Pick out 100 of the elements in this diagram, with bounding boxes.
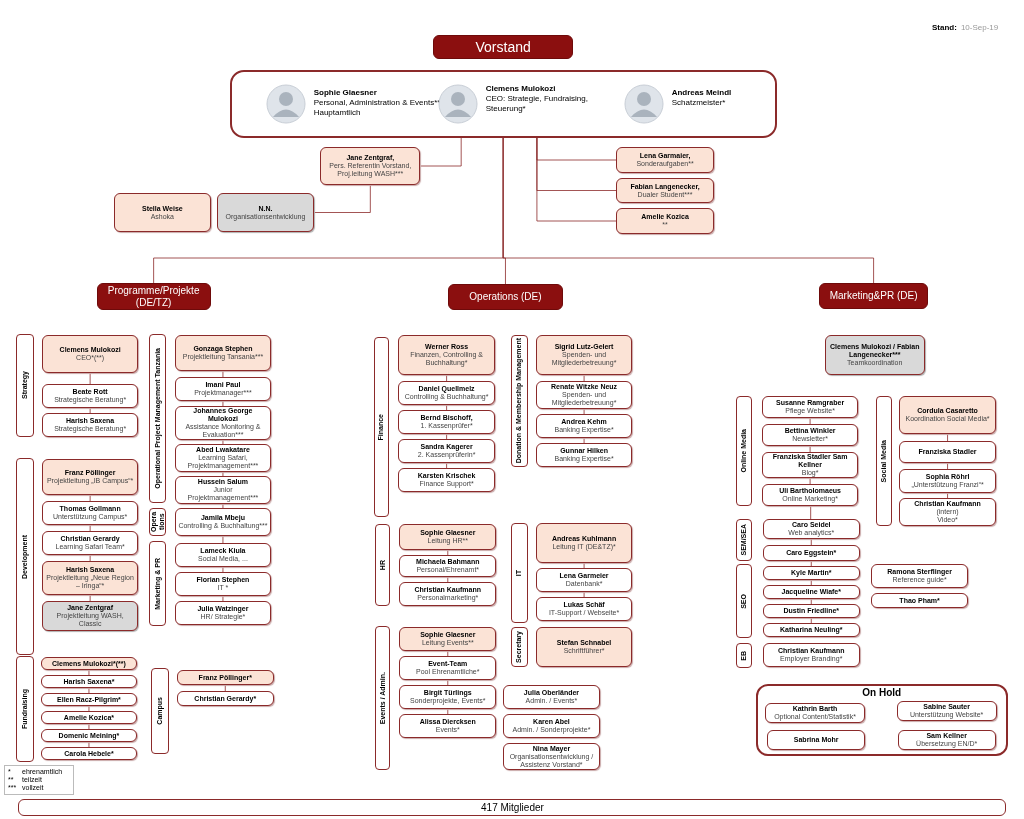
person-box: [41, 601, 139, 631]
connector-line: [89, 407, 91, 414]
connector-line: [89, 594, 91, 602]
section-bar: [373, 337, 389, 517]
connector-line: [947, 462, 948, 470]
lead-box: [40, 657, 138, 670]
lead-box: [399, 627, 497, 651]
person-box: [824, 335, 925, 375]
person-box: [871, 564, 968, 588]
connector-line: [583, 591, 585, 598]
department-header: Operations (DE): [448, 284, 563, 310]
person-box: [40, 693, 138, 706]
person-box: [216, 193, 315, 232]
person-box: [398, 439, 495, 463]
person-box: [174, 444, 272, 472]
section-bar: [736, 519, 753, 561]
person-box: [535, 568, 633, 592]
connector-line: [810, 560, 812, 567]
connector-line: [810, 598, 812, 605]
connector-line: [583, 437, 585, 444]
person-box: [399, 656, 497, 680]
person-box: [767, 730, 866, 750]
connector-line: [446, 374, 447, 382]
person-box: [399, 714, 497, 738]
connector-line: [222, 400, 224, 407]
person-box: [174, 476, 272, 504]
person-box: [899, 498, 996, 526]
lead-box: [535, 523, 633, 563]
person-box: [174, 406, 272, 440]
connector-line: [809, 417, 811, 425]
connector-line: [222, 566, 224, 573]
connector-line: [583, 562, 585, 569]
connector-line: [810, 505, 812, 520]
person-box: [174, 601, 272, 625]
connector-line: [88, 669, 90, 676]
lead-box: [535, 627, 633, 667]
person-box: [762, 643, 860, 667]
department-header: Marketing&PR (DE): [818, 283, 929, 309]
connector-line: [502, 137, 874, 284]
lead-box: [399, 524, 497, 550]
date-label: Stand:: [932, 22, 957, 34]
person-box: [535, 443, 633, 467]
person-box: [174, 543, 272, 567]
person-box: [40, 675, 138, 688]
members-bar: 417 Mitglieder: [18, 799, 1007, 816]
person-box: [399, 685, 497, 709]
section-bar: [16, 334, 34, 437]
lead-box: [176, 670, 274, 685]
person-box: [503, 743, 600, 770]
connector-line: [420, 137, 462, 167]
person-box: [535, 414, 633, 438]
section-bar: [736, 564, 753, 638]
section-bar: [151, 668, 169, 754]
person-box: [762, 566, 860, 580]
connector-line: [314, 184, 371, 213]
connector-line: [583, 374, 585, 382]
connector-line: [447, 549, 449, 556]
lead-box: [535, 335, 633, 375]
person-box: [399, 582, 497, 606]
connector-line: [89, 524, 91, 532]
person-box: [41, 384, 139, 408]
connector-line: [536, 137, 617, 222]
lead-box: [41, 561, 139, 595]
person-box: [899, 469, 996, 493]
connector-line: [447, 650, 449, 657]
person-box: [761, 484, 859, 506]
section-bar: [16, 458, 34, 655]
connector-line: [88, 741, 90, 748]
person-name: Sophie Glaesner: [313, 88, 378, 98]
connector-line: [947, 433, 948, 442]
person-box: [40, 729, 138, 742]
lead-box: [320, 147, 421, 185]
person-box: [897, 730, 996, 750]
section-bar: [511, 335, 528, 467]
section-bar: [511, 523, 528, 623]
person-box: [761, 424, 859, 446]
section-bar: [148, 541, 167, 626]
person-box: [899, 441, 996, 463]
group-title: On Hold: [861, 686, 903, 700]
person-box: [174, 508, 272, 536]
connector-line: [446, 462, 447, 469]
connector-line: [222, 503, 224, 509]
person-box: [398, 381, 495, 405]
person-name: Andreas Meindl: [671, 88, 733, 98]
connector-line: [810, 579, 812, 586]
person-box: [762, 545, 860, 561]
lead-box: [174, 335, 272, 371]
person-box: [762, 623, 860, 637]
person-box: [503, 685, 600, 709]
section-bar: [736, 396, 753, 506]
person-box: [41, 501, 139, 525]
connector-line: [89, 554, 91, 562]
lead-box: [899, 396, 996, 434]
on-hold-group: [755, 684, 1008, 756]
section-bar: [736, 643, 753, 668]
connector-line: [810, 538, 812, 546]
connector-line: [222, 535, 224, 544]
connector-line: [89, 494, 91, 502]
lead-box: [616, 147, 714, 173]
connector-line: [809, 477, 811, 485]
